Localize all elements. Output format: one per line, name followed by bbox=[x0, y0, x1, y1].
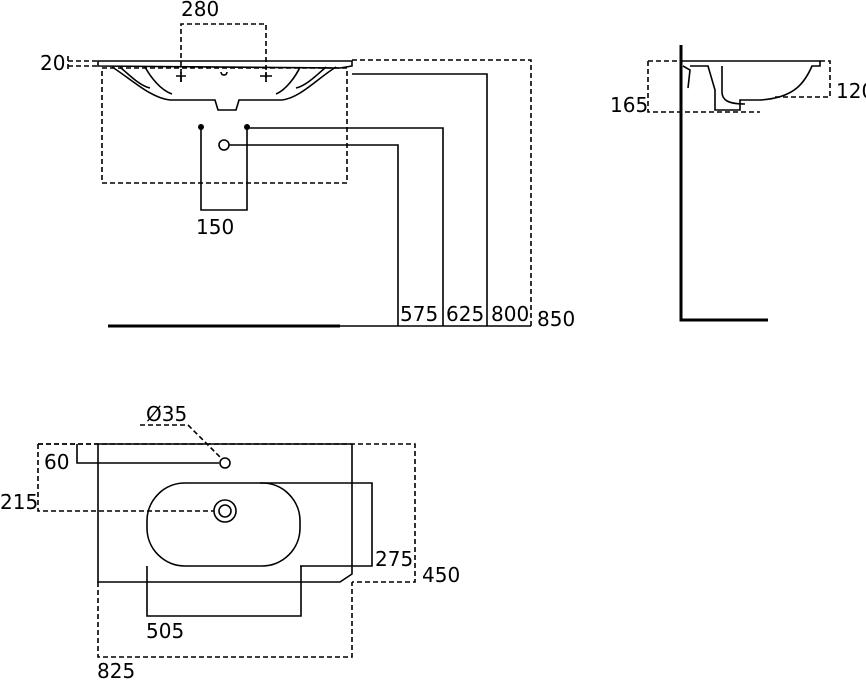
dim-800-line bbox=[352, 73, 488, 326]
tap-spacing-bracket bbox=[180, 23, 267, 82]
bowl-width-label: 505 bbox=[146, 619, 184, 643]
plan-basin-bowl bbox=[146, 482, 301, 567]
plan-view: Ø35 60 215 275 450 505 825 bbox=[0, 402, 460, 680]
plan-tap-hole bbox=[219, 457, 231, 469]
overall-width-bracket bbox=[97, 582, 353, 658]
bowl-depth-bracket bbox=[260, 482, 373, 567]
dim-575-label: 575 bbox=[400, 302, 438, 326]
overall-depth-bracket bbox=[38, 443, 416, 583]
overall-width-label: 825 bbox=[97, 659, 135, 680]
dim-625-line bbox=[247, 127, 444, 326]
waste-offset-label: 215 bbox=[0, 490, 38, 514]
side-dim-120-label: 120 bbox=[836, 79, 866, 103]
front-view: 280 20 150 575 625 800 850 bbox=[40, 0, 575, 331]
side-dim-165-label: 165 bbox=[610, 93, 648, 117]
dim-625-label: 625 bbox=[446, 302, 484, 326]
front-basin-bowl bbox=[111, 66, 337, 111]
overall-depth-label: 450 bbox=[422, 563, 460, 587]
side-dim-165-box bbox=[647, 60, 760, 113]
side-basin-profile bbox=[681, 60, 821, 111]
front-basin-lip bbox=[144, 66, 301, 95]
waste-outlet-circle bbox=[218, 139, 230, 151]
front-basin-inner bbox=[119, 66, 327, 89]
side-basin-bracket bbox=[682, 65, 691, 89]
waste-spacing-bracket bbox=[200, 127, 248, 211]
plan-waste-outer bbox=[213, 499, 237, 523]
side-basin-inner bbox=[721, 66, 746, 105]
tap-offset-bracket bbox=[76, 444, 219, 464]
front-tap-center-icon bbox=[220, 71, 228, 76]
tap-offset-label: 60 bbox=[44, 450, 69, 474]
bowl-depth-label: 275 bbox=[375, 547, 413, 571]
waste-spacing-label: 150 bbox=[196, 215, 234, 239]
front-cabinet-outline bbox=[101, 67, 348, 184]
tap-spacing-label: 280 bbox=[181, 0, 219, 21]
tap-hole-diameter-label: Ø35 bbox=[146, 402, 187, 426]
plan-waste-inner bbox=[218, 504, 232, 518]
side-view: 165 120 bbox=[610, 45, 866, 322]
side-dim-120-box bbox=[775, 60, 831, 98]
rim-thickness-label: 20 bbox=[40, 51, 65, 75]
tap-hole-leader bbox=[140, 424, 221, 458]
dim-575-line bbox=[229, 144, 399, 326]
dim-800-label: 800 bbox=[491, 302, 529, 326]
dim-850-label: 850 bbox=[537, 307, 575, 331]
plan-basin-outline bbox=[97, 443, 353, 583]
dim-850-line bbox=[352, 59, 532, 326]
side-wall-line bbox=[679, 45, 768, 322]
rim-thickness-guides bbox=[67, 56, 98, 71]
front-basin-rim bbox=[97, 60, 353, 69]
bowl-width-bracket bbox=[146, 566, 302, 617]
